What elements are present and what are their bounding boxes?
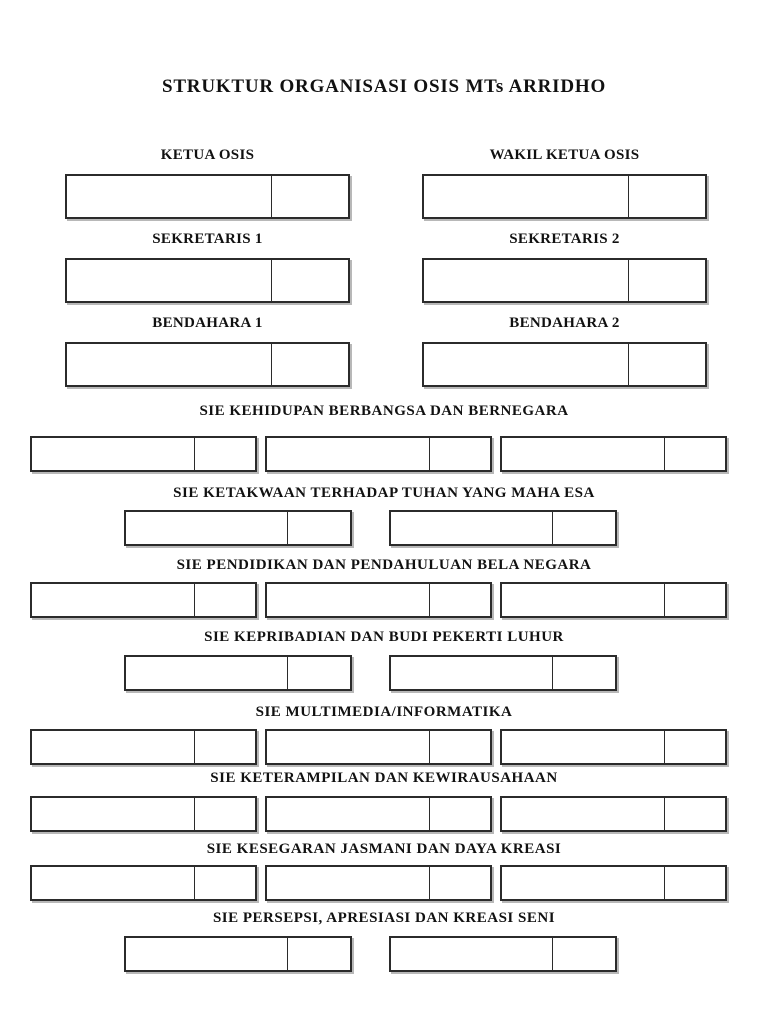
member-box <box>500 582 727 618</box>
blank-cell-wide <box>126 657 288 689</box>
member-box <box>65 342 350 387</box>
member-box <box>500 796 727 832</box>
member-box <box>389 510 617 546</box>
section-label: SEKRETARIS 2 <box>509 231 620 247</box>
member-box <box>265 436 492 472</box>
section-label: BENDAHARA 1 <box>152 315 263 331</box>
blank-cell-wide <box>502 867 665 899</box>
section-label: BENDAHARA 2 <box>509 315 620 331</box>
blank-cell-wide <box>391 512 553 544</box>
blank-cell-wide <box>391 657 553 689</box>
blank-cell-narrow <box>629 344 705 385</box>
blank-cell-wide <box>32 798 195 830</box>
blank-cell-wide <box>32 731 195 763</box>
member-box <box>30 729 257 765</box>
blank-cell-narrow <box>430 798 490 830</box>
blank-cell-wide <box>424 176 629 217</box>
blank-cell-wide <box>424 260 629 301</box>
blank-cell-wide <box>32 438 195 470</box>
blank-cell-wide <box>267 867 430 899</box>
blank-cell-wide <box>502 438 665 470</box>
member-box <box>124 936 352 972</box>
member-box <box>422 342 707 387</box>
blank-cell-narrow <box>195 584 255 616</box>
blank-cell-wide <box>67 176 272 217</box>
member-box <box>65 174 350 219</box>
blank-cell-narrow <box>553 657 615 689</box>
blank-cell-wide <box>267 798 430 830</box>
member-box <box>30 582 257 618</box>
blank-cell-narrow <box>629 260 705 301</box>
blank-cell-wide <box>267 438 430 470</box>
blank-cell-narrow <box>195 731 255 763</box>
blank-cell-narrow <box>629 176 705 217</box>
blank-cell-narrow <box>430 584 490 616</box>
blank-cell-narrow <box>430 867 490 899</box>
member-box <box>265 796 492 832</box>
blank-cell-narrow <box>430 731 490 763</box>
section-label: KETUA OSIS <box>160 147 255 163</box>
blank-cell-narrow <box>665 867 725 899</box>
blank-cell-wide <box>32 584 195 616</box>
member-box <box>30 796 257 832</box>
blank-cell-narrow <box>288 938 350 970</box>
member-box <box>389 936 617 972</box>
page-title: STRUKTUR ORGANISASI OSIS MTs ARRIDHO <box>161 76 607 97</box>
blank-cell-wide <box>126 938 288 970</box>
blank-cell-wide <box>126 512 288 544</box>
blank-cell-wide <box>424 344 629 385</box>
member-box <box>500 865 727 901</box>
blank-cell-wide <box>502 731 665 763</box>
member-box <box>265 865 492 901</box>
blank-cell-wide <box>502 798 665 830</box>
blank-cell-narrow <box>195 438 255 470</box>
blank-cell-wide <box>67 260 272 301</box>
blank-cell-narrow <box>195 867 255 899</box>
member-box <box>500 729 727 765</box>
blank-cell-narrow <box>665 438 725 470</box>
blank-cell-narrow <box>272 344 348 385</box>
section-label: SEKRETARIS 1 <box>152 231 263 247</box>
blank-cell-narrow <box>553 938 615 970</box>
section-label: SIE KESEGARAN JASMANI DAN DAYA KREASI <box>206 841 562 857</box>
member-box <box>124 510 352 546</box>
blank-cell-narrow <box>288 512 350 544</box>
blank-cell-narrow <box>272 260 348 301</box>
section-label: SIE PENDIDIKAN DAN PENDAHULUAN BELA NEGA… <box>176 557 592 573</box>
blank-cell-narrow <box>430 438 490 470</box>
member-box <box>30 865 257 901</box>
blank-cell-narrow <box>665 798 725 830</box>
blank-cell-narrow <box>195 798 255 830</box>
blank-cell-wide <box>67 344 272 385</box>
section-label: SIE PERSEPSI, APRESIASI DAN KREASI SENI <box>212 910 556 926</box>
blank-cell-narrow <box>272 176 348 217</box>
blank-cell-narrow <box>553 512 615 544</box>
blank-cell-wide <box>391 938 553 970</box>
section-label: SIE KETERAMPILAN DAN KEWIRAUSAHAAN <box>210 770 558 786</box>
member-box <box>265 582 492 618</box>
blank-cell-wide <box>32 867 195 899</box>
member-box <box>422 174 707 219</box>
blank-cell-wide <box>502 584 665 616</box>
member-box <box>389 655 617 691</box>
member-box <box>65 258 350 303</box>
blank-cell-wide <box>267 731 430 763</box>
member-box <box>422 258 707 303</box>
blank-cell-narrow <box>288 657 350 689</box>
section-label: SIE KETAKWAAN TERHADAP TUHAN YANG MAHA E… <box>173 485 595 501</box>
member-box <box>265 729 492 765</box>
section-label: SIE KEPRIBADIAN DAN BUDI PEKERTI LUHUR <box>204 629 564 645</box>
blank-cell-narrow <box>665 584 725 616</box>
section-label: SIE KEHIDUPAN BERBANGSA DAN BERNEGARA <box>199 403 569 419</box>
section-label: SIE MULTIMEDIA/INFORMATIKA <box>255 704 513 720</box>
blank-cell-wide <box>267 584 430 616</box>
member-box <box>30 436 257 472</box>
section-label: WAKIL KETUA OSIS <box>489 147 640 163</box>
blank-cell-narrow <box>665 731 725 763</box>
member-box <box>500 436 727 472</box>
member-box <box>124 655 352 691</box>
